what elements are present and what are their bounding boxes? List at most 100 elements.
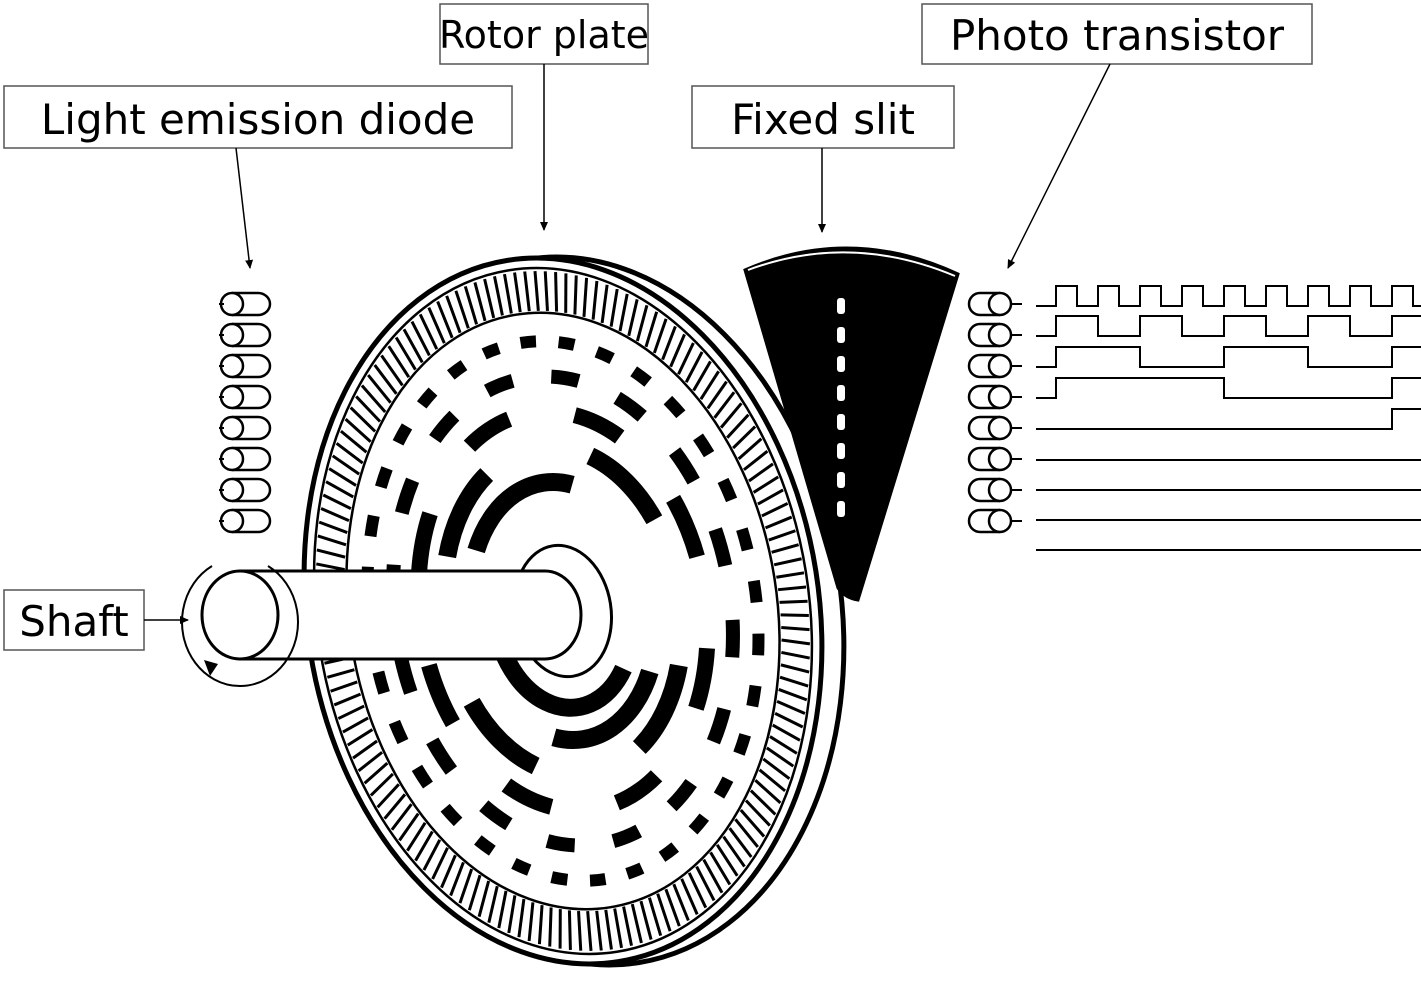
output-waveforms [1036, 285, 1421, 551]
code-segment [479, 800, 513, 831]
rotor-tick [360, 384, 387, 413]
rotor-tick [427, 307, 446, 344]
rotor-tick [339, 429, 368, 454]
rotor-tick [473, 282, 487, 322]
rotor-tick [355, 395, 382, 423]
rotor-tick [744, 799, 771, 827]
code-segment [467, 473, 575, 554]
rotor-tick [773, 557, 802, 567]
svg-text:Rotor plate: Rotor plate [439, 13, 649, 57]
rotor-tick [523, 271, 531, 312]
rotor-tick [639, 900, 653, 940]
code-segment [752, 633, 765, 656]
rotor-tick [684, 351, 704, 383]
rotor-tick [316, 548, 346, 559]
slit-opening [837, 356, 845, 372]
slit-opening [837, 414, 845, 430]
photo-transistor-label: Photo transistor [921, 3, 1313, 65]
code-segment [713, 776, 734, 799]
rotor-tick [398, 812, 420, 842]
code-segment [613, 770, 663, 811]
rotor-code-tracks [361, 335, 765, 887]
rotor-tick [776, 571, 805, 579]
code-segment [440, 803, 463, 827]
rotor-tick [664, 888, 681, 927]
light-emission-diode-label: Light emission diode [3, 85, 513, 149]
rotor-tick [507, 895, 517, 934]
rotor-tick [380, 354, 404, 387]
rotor-tick [344, 418, 372, 443]
code-segment [668, 447, 700, 485]
rotor-tick [622, 906, 633, 947]
led [219, 415, 272, 441]
rotor-tick [752, 475, 780, 494]
shaft-label: Shaft [3, 589, 145, 651]
photo-transistor-pointer [1007, 63, 1111, 269]
rotor-tick [695, 865, 716, 902]
code-segment [429, 410, 460, 444]
rotor-plate-label: Rotor plate [439, 3, 649, 65]
rotor-tick [726, 413, 750, 439]
code-segment [411, 764, 433, 789]
svg-text:Photo transistor: Photo transistor [950, 11, 1285, 60]
rotor-tick [373, 364, 398, 395]
rotor-tick [454, 290, 470, 329]
rotor-tick [709, 851, 732, 886]
rotor-tick [778, 688, 808, 702]
rotor-tick [780, 613, 809, 617]
code-segment [395, 477, 420, 515]
rotor-tick [627, 299, 639, 337]
slit-opening [837, 298, 845, 314]
rotor-tick [687, 872, 708, 909]
code-segment [421, 662, 460, 728]
code-segment [736, 527, 754, 552]
light-emission-diodes [219, 291, 272, 534]
rotor-tick [335, 442, 364, 465]
rotor-tick [449, 861, 465, 897]
code-segment [688, 813, 710, 835]
led [219, 508, 272, 534]
rotor-tick [497, 890, 508, 929]
rotor-tick [777, 585, 807, 592]
rotor-tick [768, 529, 796, 542]
rotor-tick [600, 284, 609, 324]
rotor-tick [737, 437, 763, 460]
fixed-slit [743, 246, 960, 602]
photo-transistors [967, 291, 1022, 534]
rotor-tick [722, 835, 746, 868]
rotor-tick [483, 278, 496, 319]
rotor-tick [493, 275, 504, 316]
rotor-tick [369, 772, 394, 797]
rotor-tick [732, 425, 757, 450]
rotor-tick [719, 402, 743, 429]
code-segment [611, 824, 643, 848]
rotor-tick [769, 735, 798, 755]
waveform [1036, 285, 1421, 307]
rotor-tick [477, 880, 491, 918]
svg-text:Fixed slit: Fixed slit [731, 95, 915, 144]
code-segment [474, 835, 496, 856]
rotor-tick [577, 910, 583, 951]
rotor-tick [406, 821, 427, 852]
rotor-tick [537, 904, 544, 945]
code-segment [372, 670, 390, 695]
waveform [1036, 377, 1421, 399]
waveform [1036, 346, 1421, 368]
rotor-tick [586, 911, 593, 952]
rotor-tick [776, 700, 806, 715]
code-segment [416, 387, 438, 409]
rotor-tick [436, 300, 454, 339]
photo-transistor [967, 446, 1022, 472]
rotor-tick [692, 360, 712, 392]
code-segment [364, 514, 380, 538]
rotor-tick [573, 275, 578, 315]
shaft [181, 565, 583, 687]
rotor-tick [677, 342, 695, 375]
rotor-tick [779, 675, 809, 688]
photo-transistor [967, 477, 1022, 503]
rotor-tick [349, 406, 377, 433]
rotor-tick [699, 370, 720, 401]
rotor-tick [771, 723, 801, 742]
slit-openings [837, 298, 845, 517]
rotor-tick [582, 277, 589, 318]
